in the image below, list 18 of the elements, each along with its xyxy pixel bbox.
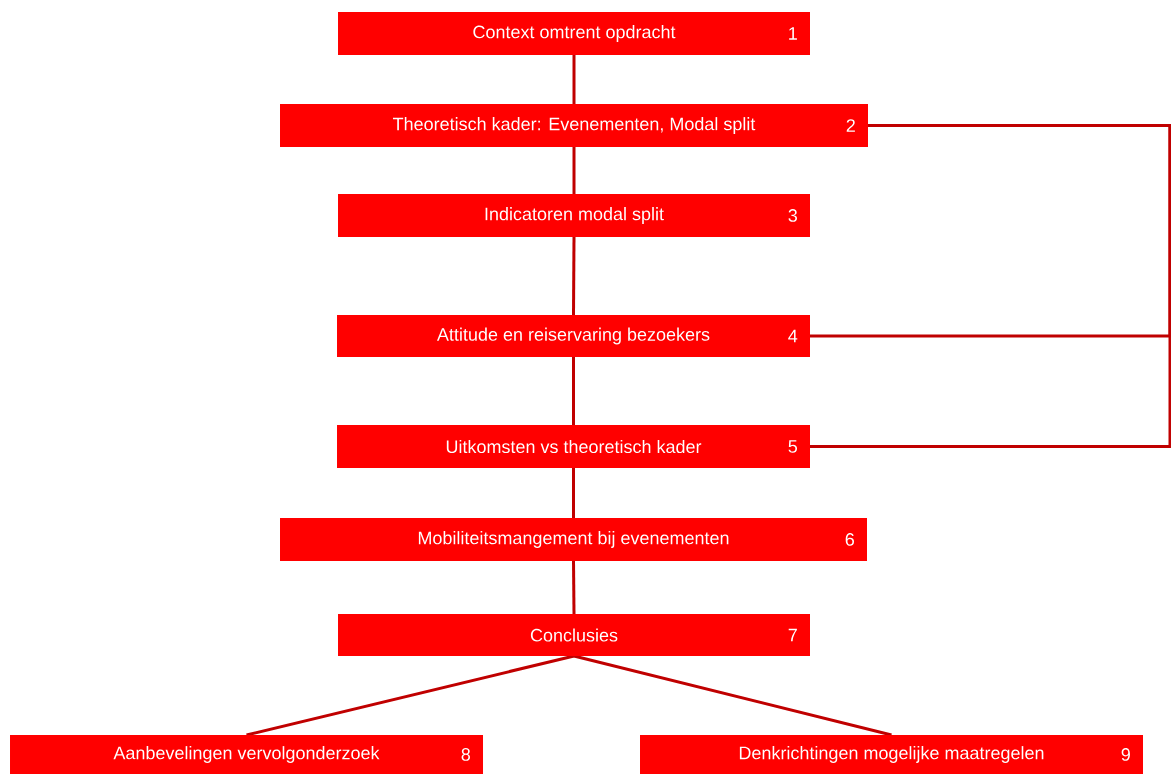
connector-line xyxy=(572,468,575,518)
step-number: 4 xyxy=(788,329,798,343)
step-number: 1 xyxy=(789,27,797,40)
connector-line xyxy=(572,147,576,194)
step-number: 6 xyxy=(845,533,854,546)
step-number: 3 xyxy=(788,209,797,222)
step-number: 2 xyxy=(846,119,855,132)
connector-line xyxy=(572,561,576,614)
step-number: 8 xyxy=(461,748,471,761)
step-number: 7 xyxy=(788,628,797,642)
connector-line xyxy=(573,654,892,737)
step-number: 5 xyxy=(788,440,798,453)
connector-line xyxy=(572,357,575,425)
connector-line xyxy=(572,237,576,315)
connector-line xyxy=(810,124,1171,448)
connector-line xyxy=(572,55,576,104)
connector-line xyxy=(246,654,575,737)
step-number: 9 xyxy=(1121,748,1130,761)
